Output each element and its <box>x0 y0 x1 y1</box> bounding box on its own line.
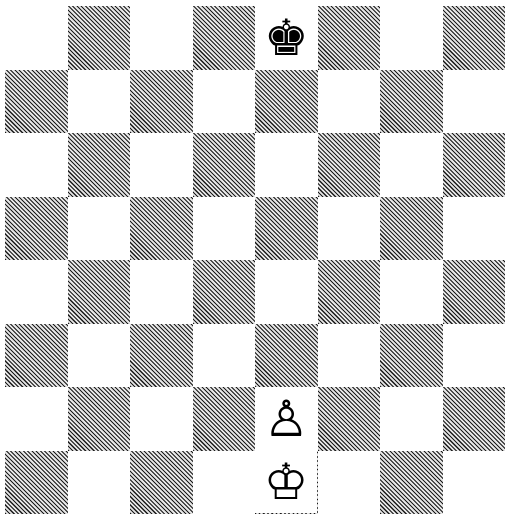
square-a8[interactable] <box>5 6 68 70</box>
square-f6[interactable] <box>318 133 381 197</box>
square-a5[interactable] <box>5 197 68 261</box>
square-b5[interactable] <box>68 197 131 261</box>
square-b8[interactable] <box>68 6 131 70</box>
square-g5[interactable] <box>380 197 443 261</box>
square-e7[interactable] <box>255 70 318 134</box>
square-h7[interactable] <box>443 70 505 134</box>
square-d1[interactable] <box>193 451 256 514</box>
square-g1[interactable] <box>380 451 443 514</box>
square-d7[interactable] <box>193 70 256 134</box>
black-king-icon[interactable]: ♚ <box>255 6 318 70</box>
square-f5[interactable] <box>318 197 381 261</box>
square-a4[interactable] <box>5 260 68 324</box>
square-c2[interactable] <box>130 387 193 451</box>
square-e3[interactable] <box>255 324 318 388</box>
square-b7[interactable] <box>68 70 131 134</box>
square-e5[interactable] <box>255 197 318 261</box>
square-h3[interactable] <box>443 324 505 388</box>
square-e4[interactable] <box>255 260 318 324</box>
square-g7[interactable] <box>380 70 443 134</box>
square-c6[interactable] <box>130 133 193 197</box>
square-a6[interactable] <box>5 133 68 197</box>
square-d4[interactable] <box>193 260 256 324</box>
square-b2[interactable] <box>68 387 131 451</box>
square-d8[interactable] <box>193 6 256 70</box>
square-h2[interactable] <box>443 387 505 451</box>
square-d2[interactable] <box>193 387 256 451</box>
square-b6[interactable] <box>68 133 131 197</box>
square-g6[interactable] <box>380 133 443 197</box>
square-a1[interactable] <box>5 451 68 514</box>
square-c1[interactable] <box>130 451 193 514</box>
square-g2[interactable] <box>380 387 443 451</box>
square-g3[interactable] <box>380 324 443 388</box>
square-h5[interactable] <box>443 197 505 261</box>
square-a7[interactable] <box>5 70 68 134</box>
square-h8[interactable] <box>443 6 505 70</box>
square-f7[interactable] <box>318 70 381 134</box>
square-h4[interactable] <box>443 260 505 324</box>
square-f1[interactable] <box>318 451 381 514</box>
square-c5[interactable] <box>130 197 193 261</box>
square-e2[interactable]: ♙ <box>255 387 318 451</box>
square-f3[interactable] <box>318 324 381 388</box>
square-g8[interactable] <box>380 6 443 70</box>
square-c7[interactable] <box>130 70 193 134</box>
square-g4[interactable] <box>380 260 443 324</box>
square-h6[interactable] <box>443 133 505 197</box>
square-c8[interactable] <box>130 6 193 70</box>
square-d5[interactable] <box>193 197 256 261</box>
white-pawn-icon[interactable]: ♙ <box>255 387 318 451</box>
square-h1[interactable] <box>443 451 505 514</box>
square-f8[interactable] <box>318 6 381 70</box>
square-d3[interactable] <box>193 324 256 388</box>
square-c4[interactable] <box>130 260 193 324</box>
square-e6[interactable] <box>255 133 318 197</box>
square-e8[interactable]: ♚ <box>255 6 318 70</box>
square-f2[interactable] <box>318 387 381 451</box>
square-f4[interactable] <box>318 260 381 324</box>
square-d6[interactable] <box>193 133 256 197</box>
square-e1[interactable]: ♔ <box>255 451 318 514</box>
chess-board: ♚ ♙♔ <box>5 6 505 514</box>
square-a2[interactable] <box>5 387 68 451</box>
white-king-icon[interactable]: ♔ <box>255 451 317 513</box>
square-b3[interactable] <box>68 324 131 388</box>
square-b4[interactable] <box>68 260 131 324</box>
square-c3[interactable] <box>130 324 193 388</box>
square-a3[interactable] <box>5 324 68 388</box>
square-b1[interactable] <box>68 451 131 514</box>
